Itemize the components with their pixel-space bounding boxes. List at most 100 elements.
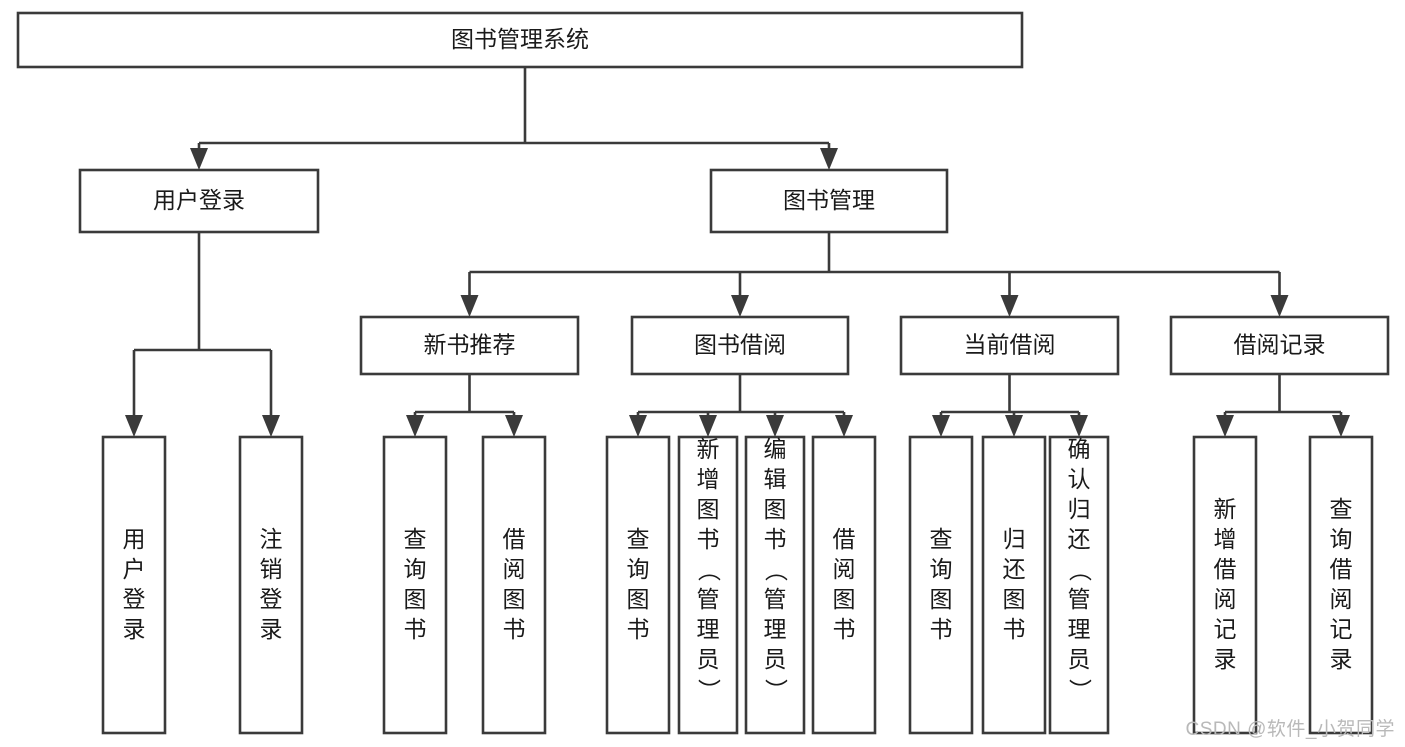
- svg-text:图: 图: [503, 586, 526, 612]
- leaf-return-book-box[interactable]: [981, 435, 1047, 735]
- svg-text:员: 员: [764, 646, 787, 672]
- current-borrow-node-box[interactable]: [899, 315, 1120, 376]
- leaf-arrow-leaf-query-book-3-icon: [932, 415, 950, 437]
- svg-text:新: 新: [697, 436, 720, 462]
- leaf-query-book-2-box[interactable]: [605, 435, 671, 735]
- root-node-label: 图书管理系统: [451, 26, 589, 52]
- svg-text:图: 图: [404, 586, 427, 612]
- svg-text:查: 查: [404, 526, 427, 552]
- svg-text:新: 新: [1214, 496, 1237, 522]
- svg-text:员: 员: [697, 646, 720, 672]
- svg-text:用: 用: [123, 526, 146, 552]
- svg-text:注: 注: [260, 526, 283, 552]
- level2-book-manage-arrow-icon: [820, 148, 838, 170]
- leaf-arrow-leaf-add-record-icon: [1216, 415, 1234, 437]
- leaf-arrow-leaf-borrow-book-2-icon: [835, 415, 853, 437]
- svg-text:）: ）: [696, 679, 722, 702]
- svg-text:询: 询: [627, 556, 650, 582]
- watermark-text: CSDN @软件_小贺同学: [1185, 719, 1395, 740]
- connectors-layer: [125, 67, 1350, 437]
- svg-text:借: 借: [1214, 556, 1237, 582]
- leaf-logout-box[interactable]: [238, 435, 304, 735]
- svg-text:阅: 阅: [1330, 586, 1353, 612]
- borrow-record-node-box[interactable]: [1169, 315, 1390, 376]
- svg-text:图: 图: [697, 496, 720, 522]
- new-book-rec-node-label: 新书推荐: [424, 332, 516, 358]
- svg-text:录: 录: [1214, 646, 1237, 672]
- leaf-edit-book-box[interactable]: [744, 435, 806, 735]
- leaf-arrow-leaf-query-record-icon: [1332, 415, 1350, 437]
- user-login-node-label: 用户登录: [153, 187, 245, 213]
- svg-text:图: 图: [833, 586, 856, 612]
- leaf-query-record-box[interactable]: [1308, 435, 1374, 735]
- leaf-borrow-book-1-box[interactable]: [481, 435, 547, 735]
- borrow-record-node-label: 借阅记录: [1234, 332, 1326, 358]
- svg-text:录: 录: [1330, 646, 1353, 672]
- svg-text:书: 书: [697, 526, 720, 552]
- svg-text:阅: 阅: [833, 556, 856, 582]
- svg-text:归: 归: [1068, 496, 1091, 522]
- svg-text:（: （: [763, 559, 789, 582]
- svg-text:书: 书: [404, 616, 427, 642]
- leaf-add-book-box[interactable]: [677, 435, 739, 735]
- svg-text:登: 登: [123, 586, 146, 612]
- svg-text:询: 询: [1330, 526, 1353, 552]
- book-borrow-node-label: 图书借阅: [694, 332, 786, 358]
- svg-text:书: 书: [503, 616, 526, 642]
- book-manage-node-label: 图书管理: [783, 187, 875, 213]
- leaf-add-record-box[interactable]: [1192, 435, 1258, 735]
- svg-text:查: 查: [627, 526, 650, 552]
- svg-text:查: 查: [1330, 496, 1353, 522]
- svg-text:认: 认: [1068, 466, 1091, 492]
- svg-text:理: 理: [1068, 616, 1091, 642]
- svg-text:）: ）: [1067, 679, 1093, 702]
- level2-user-login-arrow-icon: [190, 148, 208, 170]
- svg-text:图: 图: [930, 586, 953, 612]
- svg-text:录: 录: [123, 616, 146, 642]
- new-book-rec-node-box[interactable]: [359, 315, 580, 376]
- svg-text:记: 记: [1214, 616, 1237, 642]
- svg-text:书: 书: [833, 616, 856, 642]
- leaf-confirm-return-box[interactable]: [1048, 435, 1110, 735]
- svg-text:户: 户: [123, 556, 146, 582]
- book-manage-node-box[interactable]: [709, 168, 949, 234]
- leaf-user-login-box[interactable]: [101, 435, 167, 735]
- svg-text:阅: 阅: [1214, 586, 1237, 612]
- svg-text:管: 管: [697, 586, 720, 612]
- svg-text:还: 还: [1003, 556, 1026, 582]
- svg-text:录: 录: [260, 616, 283, 642]
- root-node-box[interactable]: [16, 11, 1024, 69]
- svg-text:）: ）: [763, 679, 789, 702]
- leaf-arrow-leaf-user-login-icon: [125, 415, 143, 437]
- leaf-arrow-leaf-confirm-return-icon: [1070, 415, 1088, 437]
- svg-text:还: 还: [1068, 526, 1091, 552]
- leaf-query-book-1-box[interactable]: [382, 435, 448, 735]
- leaf-query-book-3-box[interactable]: [908, 435, 974, 735]
- svg-text:理: 理: [764, 616, 787, 642]
- svg-text:图: 图: [764, 496, 787, 522]
- leaf-user-login-label: 用户登录: [123, 526, 146, 642]
- svg-text:阅: 阅: [503, 556, 526, 582]
- level3-arrow-0-icon: [460, 295, 479, 317]
- leaf-arrow-leaf-query-book-2-icon: [629, 415, 647, 437]
- svg-text:增: 增: [697, 466, 720, 492]
- svg-text:员: 员: [1068, 646, 1091, 672]
- svg-text:图: 图: [627, 586, 650, 612]
- leaf-arrow-leaf-borrow-book-1-icon: [505, 415, 523, 437]
- user-login-node-box[interactable]: [78, 168, 320, 234]
- svg-text:管: 管: [764, 586, 787, 612]
- book-borrow-node-box[interactable]: [630, 315, 850, 376]
- svg-text:登: 登: [260, 586, 283, 612]
- leaf-borrow-book-2-box[interactable]: [811, 435, 877, 735]
- svg-text:（: （: [1067, 559, 1093, 582]
- svg-text:（: （: [696, 559, 722, 582]
